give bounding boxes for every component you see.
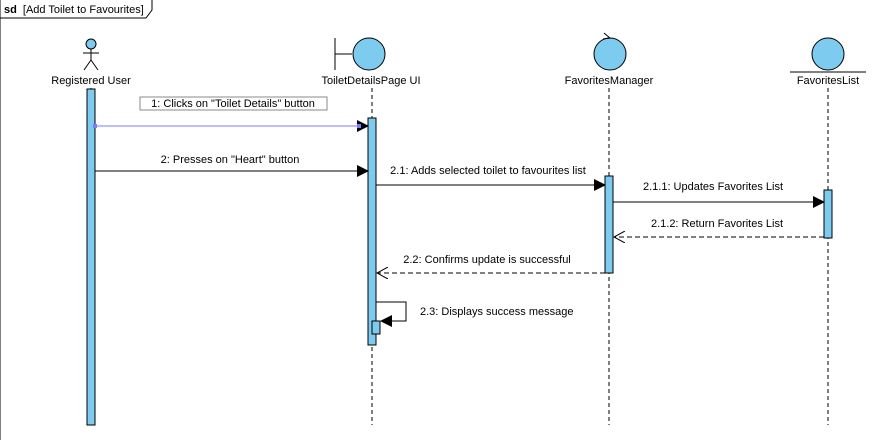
selection-handle[interactable] — [357, 124, 361, 128]
lifeline-label: FavoritesManager — [565, 75, 654, 87]
message-label: 2.1.2: Return Favorites List — [651, 218, 783, 230]
frame-name: [Add Toilet to Favourites] — [23, 4, 144, 16]
control-icon — [593, 32, 627, 71]
lifeline-registered-user[interactable]: Registered User — [51, 38, 131, 426]
lifeline-label: Registered User — [51, 75, 131, 87]
frame-keyword: sd — [4, 4, 17, 16]
message-2-1-2[interactable]: 2.1.2: Return Favorites List — [614, 218, 824, 237]
entity-icon — [790, 37, 866, 73]
activation-bar — [604, 175, 614, 274]
frame-title: sd [Add Toilet to Favourites] — [4, 4, 144, 16]
activation-bar — [367, 117, 377, 346]
frame: sd [Add Toilet to Favourites] — [0, 0, 153, 440]
self-activation-bar — [371, 320, 381, 335]
message-2-1[interactable]: 2.1: Adds selected toilet to favourites … — [376, 165, 606, 191]
message-label: 2.3: Displays success message — [420, 306, 573, 318]
actor-icon — [83, 38, 99, 71]
selection-handle[interactable] — [93, 124, 97, 128]
lifeline-label: ToiletDetailsPage UI — [321, 75, 420, 87]
lifeline-favorites-manager[interactable]: FavoritesManager — [565, 32, 654, 425]
message-label: 1: Clicks on "Toilet Details" button — [151, 98, 315, 110]
lifeline-favorites-list[interactable]: FavoritesList — [790, 37, 866, 425]
message-label: 2.1.1: Updates Favorites List — [643, 181, 783, 193]
activation-bar — [823, 189, 833, 239]
activation-bar — [86, 88, 96, 426]
message-label: 2: Presses on "Heart" button — [161, 154, 300, 166]
boundary-icon — [334, 37, 386, 71]
message-label: 2.2: Confirms update is successful — [403, 254, 571, 266]
lifeline-toilet-details-page-ui[interactable]: ToiletDetailsPage UI — [321, 37, 421, 425]
lifeline-label: FavoritesList — [797, 75, 859, 87]
message-2-1-1[interactable]: 2.1.1: Updates Favorites List — [613, 181, 825, 208]
message-2[interactable]: 2: Presses on "Heart" button — [95, 154, 369, 177]
message-label-box — [139, 96, 328, 111]
message-arrow — [376, 301, 407, 327]
message-2-2[interactable]: 2.2: Confirms update is successful — [377, 254, 605, 273]
message-1[interactable]: 1: Clicks on "Toilet Details" button — [93, 96, 369, 132]
frame-tab — [0, 0, 153, 19]
message-2-3[interactable]: 2.3: Displays success message — [376, 301, 573, 327]
message-label: 2.1: Adds selected toilet to favourites … — [390, 165, 586, 177]
